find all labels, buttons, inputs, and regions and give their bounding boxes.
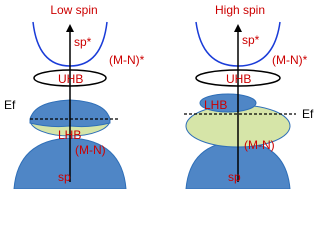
label-sp-low: sp (58, 170, 71, 184)
label-sp-high: sp (228, 170, 241, 184)
label-sp-star-high: sp* (242, 33, 260, 47)
title-low-spin: Low spin (50, 3, 97, 17)
label-mn-low: (M-N) (75, 143, 106, 157)
lhb-band-high (199, 93, 257, 113)
title-high-spin: High spin (215, 3, 265, 17)
label-lhb-low: LHB (58, 128, 81, 142)
label-mn-star-high: (M-N)* (272, 53, 308, 67)
axis-arrow-high-icon (234, 24, 242, 32)
band-diagram-svg: Low spin sp* (M-N)* UHB Ef LHB (M-N) sp (4, 3, 314, 189)
label-ef-high: Ef (302, 107, 314, 121)
axis-arrow-low-icon (66, 24, 74, 32)
panel-high-spin: High spin sp* (M-N)* UHB LHB Ef (M-N) sp (184, 3, 314, 189)
label-lhb-high: LHB (204, 98, 227, 112)
band-diagram: Low spin sp* (M-N)* UHB Ef LHB (M-N) sp (4, 3, 314, 189)
label-uhb-high: UHB (226, 72, 251, 86)
label-ef-low: Ef (4, 98, 16, 112)
label-sp-star-low: sp* (74, 35, 92, 49)
label-mn-high: (M-N) (244, 138, 275, 152)
label-mn-star-low: (M-N)* (109, 53, 145, 67)
label-uhb-low: UHB (58, 72, 83, 86)
panel-low-spin: Low spin sp* (M-N)* UHB Ef LHB (M-N) sp (4, 3, 145, 189)
